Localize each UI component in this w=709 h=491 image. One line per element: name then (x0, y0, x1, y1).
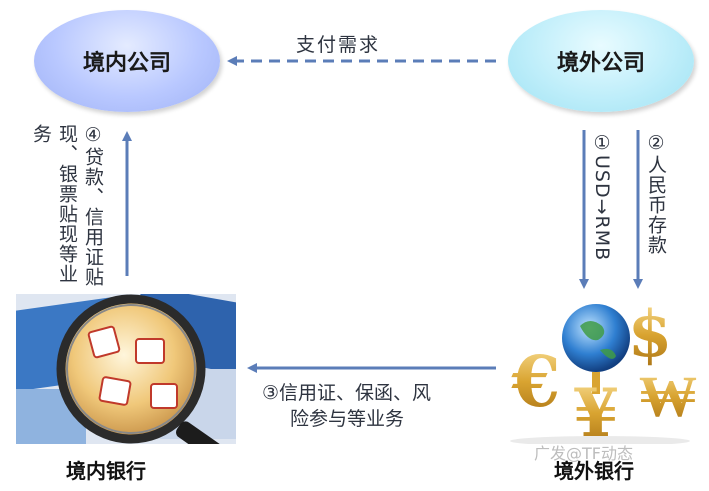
foreign-company-label: 境外公司 (556, 51, 645, 76)
step3-label: ③信用证、保函、风 险参与等业务 (262, 380, 431, 432)
svg-text:¥: ¥ (573, 374, 619, 444)
domestic-company-node: 境内公司 (34, 10, 220, 112)
payment-demand-label: 支付需求 (296, 34, 381, 56)
bank-cards-magnifier-illustration (16, 294, 236, 444)
step3-label-line2: 险参与等业务 (290, 408, 405, 430)
domestic-bank-label: 境内银行 (66, 459, 146, 483)
step1-label: ①USD→RMB (591, 132, 613, 262)
currency-globe-illustration: € ¥ $ ₩ (510, 297, 697, 444)
step2-label: ②人民币存款 (645, 132, 667, 255)
step3-label-line1: ③信用证、保函、风 (262, 382, 432, 404)
svg-text:₩: ₩ (639, 362, 697, 430)
svg-text:€: € (511, 340, 561, 423)
watermark: 广发@TF动态 (534, 444, 633, 463)
foreign-bank-image: € ¥ $ ₩ (500, 296, 700, 444)
foreign-company-node: 境外公司 (508, 10, 694, 112)
domestic-company-label: 境内公司 (82, 51, 171, 76)
step4-label: ④贷款、信用证贴现、银票贴现等业务 (30, 124, 104, 287)
foreign-bank-label: 境外银行 (554, 459, 634, 483)
domestic-bank-image (16, 294, 236, 444)
svg-text:$: $ (628, 297, 673, 372)
